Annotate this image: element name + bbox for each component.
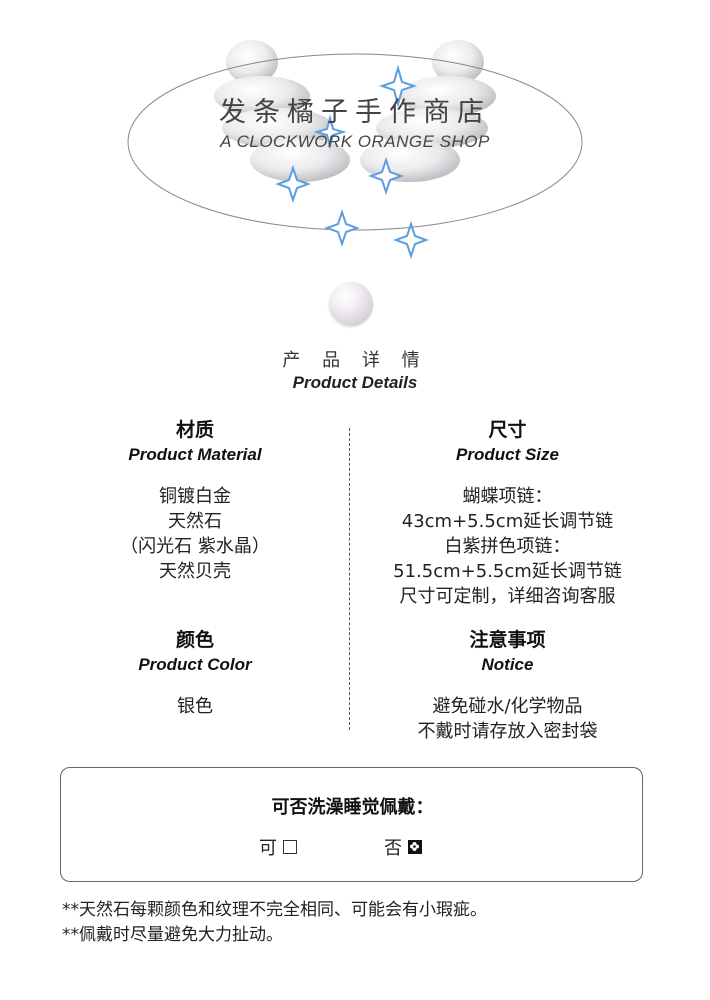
section-title-cn: 产 品 详 情	[282, 350, 428, 371]
wear-option-no: 否	[384, 834, 422, 860]
column-divider	[349, 428, 350, 730]
material-line: 铜镀白金	[159, 486, 231, 507]
size-line: 蝴蝶项链：	[462, 486, 553, 507]
sparkle-icons	[275, 64, 429, 260]
footnotes: **天然石每颗颜色和纹理不完全相同、可能会有小瑕疵。 **佩戴时尽量避免大力扯动…	[62, 898, 487, 948]
shop-name-cn: 发条橘子手作商店	[219, 97, 491, 128]
footnote: **天然石每颗颜色和纹理不完全相同、可能会有小瑕疵。	[62, 900, 487, 920]
wear-box: 可否洗澡睡觉佩戴： 可 否	[60, 767, 643, 882]
material-line: 天然贝壳	[159, 561, 231, 582]
size-line: 白紫拼色项链：	[444, 536, 571, 557]
material-line: （闪光石 紫水晶）	[120, 536, 270, 557]
checkbox-flower-icon	[408, 840, 422, 854]
notice-heading-cn: 注意事项	[469, 629, 546, 651]
ring-outline	[127, 53, 583, 231]
section-title-en: Product Details	[292, 373, 418, 392]
shop-header: 发条橘子手作商店 A CLOCKWORK ORANGE SHOP	[0, 0, 710, 300]
notice-line: 避免碰水/化学物品	[432, 696, 583, 717]
wings-logo	[127, 40, 583, 260]
footnote: **佩戴时尽量避免大力扯动。	[62, 925, 283, 945]
shop-name-en: A CLOCKWORK ORANGE SHOP	[220, 132, 490, 151]
color-heading-en: Product Color	[138, 655, 252, 674]
pearl-icon	[329, 282, 373, 326]
size-block: 尺寸 Product Size 蝴蝶项链： 43cm+5.5cm延长调节链 白紫…	[360, 418, 655, 609]
left-wing-icon	[214, 40, 350, 182]
material-heading-en: Product Material	[128, 445, 262, 464]
color-heading-cn: 颜色	[175, 629, 214, 651]
material-heading-cn: 材质	[175, 419, 214, 441]
size-line: 51.5cm+5.5cm延长调节链	[393, 561, 622, 582]
notice-line: 不戴时请存放入密封袋	[417, 721, 598, 742]
material-block: 材质 Product Material 铜镀白金 天然石 （闪光石 紫水晶） 天…	[95, 418, 295, 584]
checkbox-empty-icon	[283, 840, 297, 854]
material-line: 天然石	[168, 511, 222, 532]
wear-question: 可否洗澡睡觉佩戴：	[271, 797, 434, 818]
wear-no-label: 否	[384, 838, 402, 859]
size-line: 尺寸可定制，详细咨询客服	[399, 586, 616, 607]
color-line: 银色	[177, 696, 213, 717]
wear-option-yes: 可	[259, 834, 297, 860]
wear-yes-label: 可	[259, 838, 277, 859]
size-heading-en: Product Size	[456, 445, 559, 464]
size-line: 43cm+5.5cm延长调节链	[401, 511, 614, 532]
notice-block: 注意事项 Notice 避免碰水/化学物品 不戴时请存放入密封袋	[360, 628, 655, 744]
notice-heading-en: Notice	[481, 655, 534, 674]
size-heading-cn: 尺寸	[488, 419, 527, 441]
color-block: 颜色 Product Color 银色	[95, 628, 295, 719]
